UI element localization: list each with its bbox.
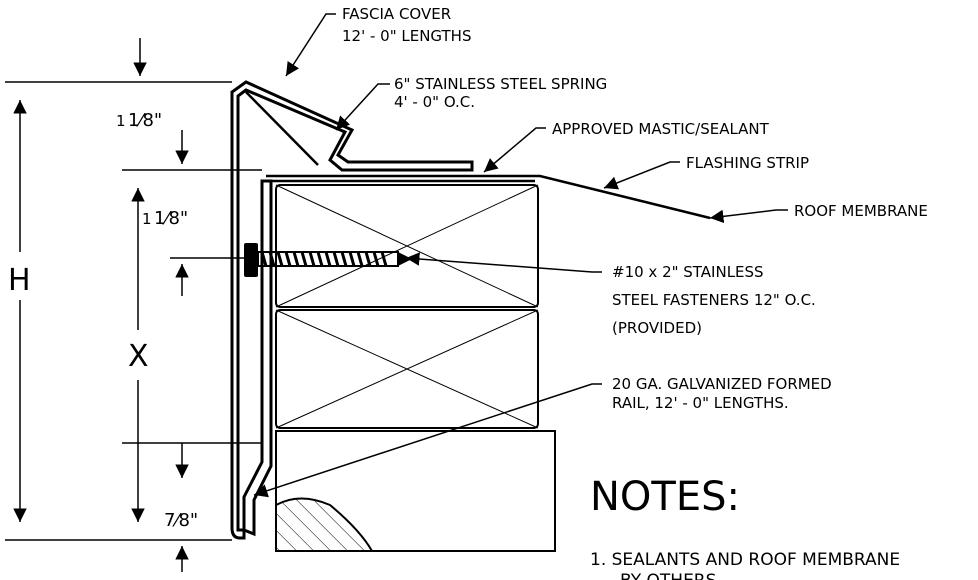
stainless-fastener [244,243,412,277]
notes-heading: NOTES: [590,474,740,520]
substrate-block [275,430,556,552]
label-flashing-strip: FLASHING STRIP [686,154,809,172]
hatched-substrate [275,497,374,552]
stainless-spring [245,91,319,166]
wood-nailer-bottom [275,309,539,429]
dimension-h: H [8,263,31,298]
dimension-x: X [128,339,149,374]
fascia-cover [230,80,474,540]
wood-nailer-top [275,184,539,308]
leader-lines [253,13,788,498]
formed-rail [242,179,273,537]
label-mastic-sealant: APPROVED MASTIC/SEALANT [552,120,770,138]
dimension-top-whole: 1 [116,112,126,130]
dimension-mid-whole: 1 [142,210,152,228]
label-roof-membrane: ROOF MEMBRANE [794,202,928,220]
dimension-top-fraction: 1⁄8" [128,110,162,131]
label-spring: 6" STAINLESS STEEL SPRING 4' - 0" O.C. [394,75,612,111]
wood-nailers [275,184,539,429]
label-fascia-cover: FASCIA COVER 12' - 0" LENGTHS [342,5,471,45]
dimension-lines [5,38,262,572]
roof-membrane-line [266,174,711,220]
dimension-mid-fraction: 1⁄8" [154,208,188,229]
dimension-bottom-fraction: 7⁄8" [164,510,198,531]
label-fasteners: #10 x 2" STAINLESS STEEL FASTENERS 12" O… [612,263,821,337]
label-formed-rail: 20 GA. GALVANIZED FORMED RAIL, 12' - 0" … [612,375,837,412]
notes-item: 1. SEALANTS AND ROOF MEMBRANE BY OTHERS. [590,550,906,580]
